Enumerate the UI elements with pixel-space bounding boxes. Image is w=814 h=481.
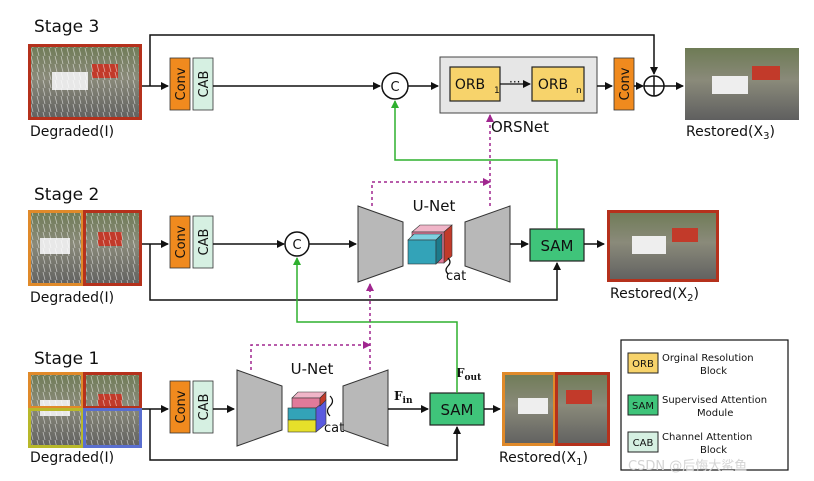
svg-text:CAB: CAB	[197, 394, 212, 421]
stage-1-degraded-image	[28, 372, 142, 448]
svg-text:Block: Block	[700, 445, 727, 456]
stage-3-concat-node: C	[381, 72, 409, 100]
stage-2-unet	[357, 205, 511, 283]
svg-text:Orginal Resolution: Orginal Resolution	[662, 353, 754, 364]
stage-2-label: Stage 2	[34, 185, 99, 205]
watermark: CSDN @后悔大鲨鱼	[628, 458, 747, 474]
stage-1-cab-block: CAB	[192, 380, 214, 434]
legend: ORB Orginal Resolution Block SAM Supervi…	[620, 339, 789, 471]
stage-2-degraded-image	[28, 210, 142, 286]
stage-2-sam-block: SAM	[529, 228, 585, 262]
svg-text:n: n	[576, 86, 582, 96]
svg-text:SAM: SAM	[632, 401, 654, 412]
svg-text:ORB: ORB	[455, 77, 485, 93]
stage-3-output-conv-block: Conv	[613, 57, 635, 111]
stage-2-unet-label: U-Net	[413, 197, 456, 215]
svg-text:CAB: CAB	[197, 229, 212, 256]
stage-3-label: Stage 3	[34, 17, 99, 37]
stage-2-restored-label: Restored(X2)	[610, 286, 699, 304]
f-in-label: Fin	[394, 389, 413, 406]
stage-3-degraded-image	[28, 44, 142, 120]
legend-item-sam: SAM Supervised Attention Module	[627, 394, 767, 419]
f-out-label: Fout	[456, 366, 482, 383]
plus-circle-icon	[643, 75, 665, 97]
svg-text:CAB: CAB	[633, 438, 654, 449]
svg-text:Block: Block	[700, 366, 727, 377]
stage-1-label: Stage 1	[34, 349, 99, 369]
stage-2-cat-label: cat	[446, 269, 466, 284]
orsnet-block: ORB 1 ··· ORB n	[439, 56, 598, 114]
stage-3-restored-label: Restored(X3)	[686, 124, 775, 142]
stage-2-cab-block: CAB	[192, 215, 214, 269]
svg-text:CAB: CAB	[197, 71, 212, 98]
svg-text:1: 1	[494, 86, 500, 96]
svg-text:SAM: SAM	[540, 237, 573, 255]
stage-1-degraded-label: Degraded(I)	[30, 450, 114, 466]
svg-text:Conv: Conv	[174, 67, 189, 100]
svg-text:Module: Module	[697, 408, 733, 419]
stage-3-cab-block: CAB	[192, 57, 214, 111]
svg-text:Conv: Conv	[174, 225, 189, 258]
stage-1-restored-image	[502, 372, 610, 446]
stage-2-degraded-label: Degraded(I)	[30, 290, 114, 306]
svg-text:Supervised Attention: Supervised Attention	[662, 395, 767, 406]
svg-text:Conv: Conv	[618, 67, 633, 100]
stage-3-restored-image	[685, 48, 799, 120]
legend-item-orb: ORB Orginal Resolution Block	[627, 352, 754, 377]
stage-2-conv-block: Conv	[169, 215, 191, 269]
svg-text:ORB: ORB	[538, 77, 568, 93]
svg-text:Channel Attention: Channel Attention	[662, 432, 752, 443]
stage-3-conv-block: Conv	[169, 57, 191, 111]
svg-text:Conv: Conv	[174, 390, 189, 423]
stage-1-unet	[236, 369, 389, 447]
svg-text:SAM: SAM	[440, 401, 473, 419]
svg-text:···: ···	[509, 75, 520, 89]
stage-1-cat-label: cat	[324, 421, 344, 436]
stage-1-unet-label: U-Net	[291, 360, 334, 378]
orsnet-label: ORSNet	[491, 118, 549, 136]
legend-item-cab: CAB Channel Attention Block	[627, 431, 752, 456]
stage-2-concat-node: C	[284, 231, 310, 257]
svg-text:C: C	[292, 238, 301, 253]
stage-1-conv-block: Conv	[169, 380, 191, 434]
stage-1-restored-label: Restored(X1)	[499, 450, 588, 468]
stage-3-degraded-label: Degraded(I)	[30, 124, 114, 140]
stage-2-restored-image	[607, 210, 719, 282]
svg-text:ORB: ORB	[632, 359, 654, 370]
stage-1-sam-block: SAM	[429, 392, 485, 426]
svg-text:C: C	[390, 80, 399, 95]
